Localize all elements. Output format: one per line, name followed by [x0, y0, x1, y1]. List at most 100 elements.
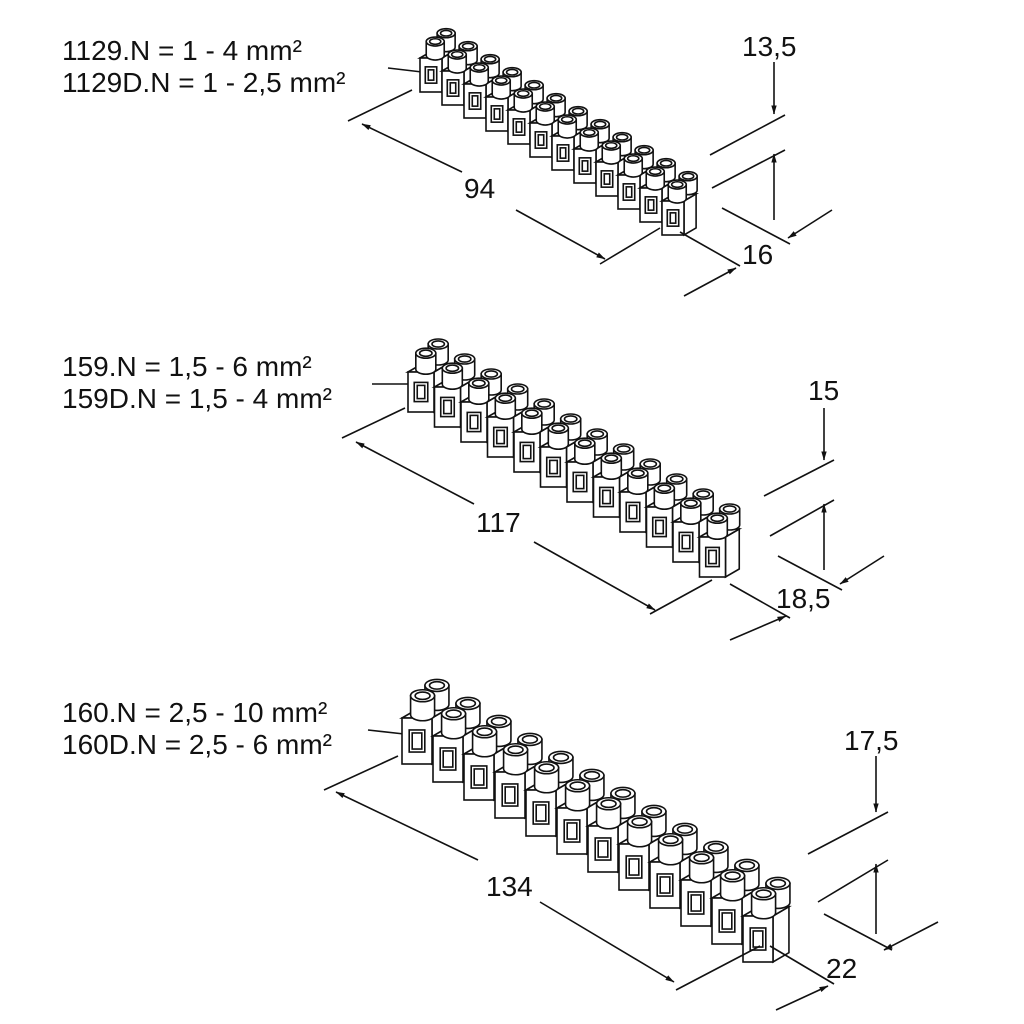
- strip-3-height-value: 17,5: [844, 725, 899, 756]
- wire-entry: [644, 196, 658, 214]
- wire-entry-inner: [601, 489, 612, 505]
- screw-hole: [507, 745, 524, 755]
- strip-1-length-arrow-right: [515, 209, 606, 260]
- screw-tower: [441, 362, 464, 390]
- screw-tower-body: [521, 412, 543, 435]
- wire-entry: [687, 891, 705, 915]
- screw-tower: [547, 422, 570, 450]
- strip-1-length-dimension: 94: [347, 89, 661, 265]
- strip-1-height-ext-top: [709, 114, 786, 156]
- wire-entry: [594, 837, 612, 861]
- screw-hole: [615, 133, 629, 141]
- wire-entry-inner: [471, 95, 479, 107]
- wire-entry: [622, 183, 636, 201]
- terminal-module: [458, 368, 504, 444]
- screw-tower-body: [680, 502, 702, 525]
- screw-tower-body: [440, 712, 467, 740]
- wire-entry-inner: [707, 549, 718, 565]
- screw-hole: [604, 141, 618, 150]
- screw-hole: [471, 379, 486, 388]
- screw-tower-body: [494, 397, 517, 420]
- screw-hole: [521, 734, 539, 744]
- screw-hole: [414, 691, 431, 701]
- wire-entry-inner: [659, 876, 671, 894]
- wire-entry-inner: [669, 212, 677, 224]
- screw-hole: [563, 415, 578, 423]
- strip-2-depth-dimension: 18,5: [729, 555, 885, 641]
- screw-hole: [551, 424, 566, 433]
- screw-tower-body: [415, 352, 437, 375]
- strip-2-length-value: 117: [476, 507, 521, 538]
- wire-entry: [656, 873, 674, 897]
- wire-entry-inner: [681, 534, 691, 550]
- terminal-module: [647, 822, 699, 910]
- screw-hole: [538, 763, 555, 773]
- strip-1-label-2: 1129D.N = 1 - 2,5 mm²: [62, 67, 345, 98]
- screw-hole: [516, 89, 530, 98]
- terminal-module: [483, 66, 524, 133]
- wire-entry: [563, 819, 581, 843]
- strip-2-height-dimension: 15: [763, 375, 839, 570]
- screw-tower: [447, 49, 468, 74]
- screw-tower: [513, 88, 534, 113]
- wire-entry: [439, 747, 457, 771]
- screw-hole: [669, 475, 684, 483]
- screw-hole: [648, 167, 662, 176]
- screw-hole: [707, 842, 725, 852]
- strip-3-length-dimension: 134: [323, 755, 761, 991]
- screw-hole: [510, 385, 525, 393]
- strip-2-depth-arrow-top: [839, 555, 885, 585]
- screw-tower: [627, 467, 649, 495]
- strip-3-height-ext-bottom: [817, 859, 889, 903]
- screw-tower: [645, 166, 666, 191]
- strip-3-height-ext-top: [807, 811, 889, 855]
- screw-tower: [719, 868, 746, 902]
- screw-hole: [670, 180, 684, 189]
- screw-hole: [593, 120, 607, 128]
- screw-hole: [505, 68, 519, 76]
- screw-tower-body: [409, 694, 436, 722]
- screw-tower-body: [688, 856, 715, 884]
- screw-hole: [431, 340, 446, 348]
- screw-tower-body: [533, 766, 560, 794]
- strip-1-label-leader: [387, 67, 423, 73]
- screw-hole: [582, 128, 596, 137]
- screw-tower: [574, 437, 596, 465]
- strip-3-length-value: 134: [486, 871, 533, 902]
- screw-tower: [600, 452, 623, 480]
- screw-tower: [440, 706, 467, 740]
- screw-hole: [626, 154, 640, 163]
- wire-entry-inner: [721, 912, 733, 930]
- screw-hole: [537, 400, 552, 408]
- screw-tower: [601, 140, 622, 165]
- strip-1-length-ext-left: [347, 89, 413, 122]
- wire-entry-inner: [495, 429, 506, 445]
- wire-entry: [625, 855, 643, 879]
- screw-hole: [483, 55, 497, 63]
- wire-entry-inner: [537, 134, 545, 146]
- strip-3-length-ext-right: [675, 945, 761, 991]
- screw-hole: [662, 835, 679, 845]
- screw-hole: [722, 505, 737, 513]
- screw-hole: [755, 889, 772, 899]
- wire-entry: [468, 92, 482, 110]
- screw-hole: [549, 94, 563, 102]
- wire-entry: [501, 783, 519, 807]
- screw-hole: [428, 37, 442, 46]
- screw-tower-body: [502, 748, 529, 776]
- strip-1-label-1: 1129.N = 1 - 4 mm²: [62, 35, 302, 66]
- screw-hole: [683, 499, 698, 508]
- strip-3-length-arrow-right: [539, 901, 675, 983]
- wire-entry-inner: [515, 121, 523, 133]
- screw-hole: [630, 469, 645, 478]
- screw-tower: [469, 62, 490, 87]
- screw-tower-body: [600, 457, 623, 480]
- wire-entry-inner: [654, 519, 665, 535]
- strip-2-depth-ext-left: [729, 583, 791, 619]
- strip-1-length-arrow-left: [361, 123, 463, 173]
- screw-hole: [659, 159, 673, 167]
- wire-entry-inner: [581, 160, 589, 172]
- screw-hole: [490, 716, 508, 726]
- screw-tower: [415, 347, 437, 375]
- strip-2-length-ext-left: [341, 407, 406, 439]
